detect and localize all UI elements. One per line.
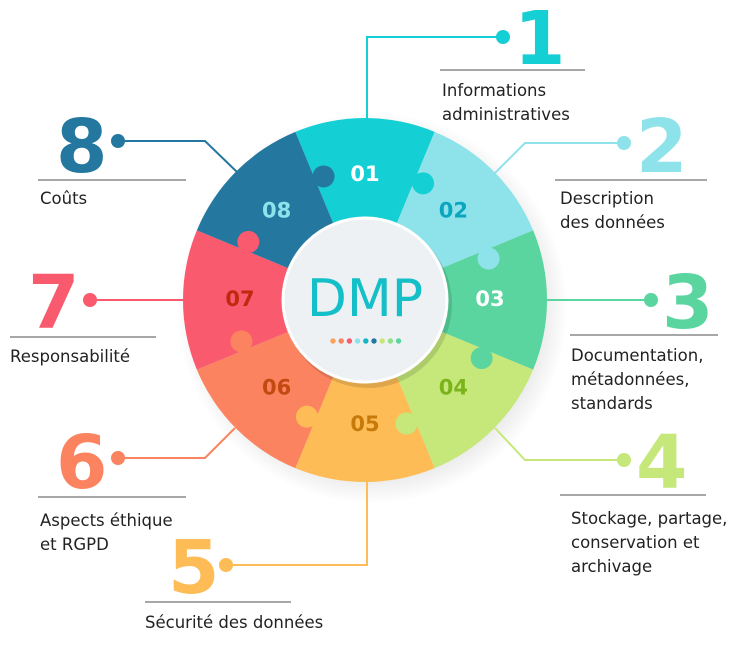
connector-dot-4 bbox=[617, 453, 631, 467]
connector-dot-7 bbox=[83, 293, 97, 307]
topic-label-6-line-2: et RGPD bbox=[40, 535, 109, 554]
topic-label-4-line-1: Stockage, partage, bbox=[571, 509, 727, 528]
puzzle-knob bbox=[477, 247, 500, 270]
color-dots bbox=[330, 338, 402, 344]
big-number-2: 2 bbox=[636, 104, 688, 190]
puzzle-knob bbox=[470, 347, 493, 370]
big-number-5: 5 bbox=[168, 525, 220, 611]
puzzle-knob bbox=[237, 230, 260, 253]
segment-number-01: 01 bbox=[350, 162, 379, 186]
puzzle-knobs bbox=[230, 165, 500, 435]
segment-01 bbox=[295, 118, 435, 300]
puzzle-knob bbox=[295, 405, 318, 428]
connectors bbox=[83, 30, 658, 572]
segment-number-06: 06 bbox=[262, 375, 291, 399]
segment-number-08: 08 bbox=[262, 199, 291, 223]
connector-line-4 bbox=[494, 427, 624, 461]
topic-label-6-line-1: Aspects éthique bbox=[40, 511, 173, 530]
topic-label-2-line-1: Description bbox=[560, 189, 654, 208]
connector-dot-6 bbox=[111, 451, 125, 465]
puzzle-knob bbox=[395, 412, 418, 435]
segment-number-02: 02 bbox=[439, 199, 468, 223]
connector-line-2 bbox=[494, 142, 624, 174]
connector-dot-3 bbox=[644, 293, 658, 307]
puzzle-knob bbox=[312, 165, 335, 188]
topic-label-1-line-1: Informations bbox=[442, 81, 546, 100]
color-dot bbox=[379, 338, 385, 344]
center-title: DMP bbox=[307, 269, 423, 329]
topic-label-3-line-2: métadonnées, bbox=[571, 370, 689, 389]
connector-dot-1 bbox=[496, 30, 510, 44]
segment-07 bbox=[183, 230, 365, 370]
topic-label-2-line-2: des données bbox=[560, 213, 665, 232]
topic-label-7-line-1: Responsabilité bbox=[10, 347, 130, 366]
color-dot bbox=[363, 338, 369, 344]
segment-number-05: 05 bbox=[350, 412, 379, 436]
puzzle-knob bbox=[230, 330, 253, 353]
color-dot bbox=[354, 338, 361, 344]
segment-03 bbox=[365, 230, 547, 370]
color-dot bbox=[338, 338, 344, 344]
topic-label-1-line-2: administratives bbox=[442, 105, 570, 124]
connector-line-1 bbox=[366, 36, 503, 122]
segment-number-07: 07 bbox=[225, 287, 254, 311]
segment-number-03: 03 bbox=[475, 287, 504, 311]
connector-dot-5 bbox=[219, 558, 233, 572]
color-dot bbox=[387, 338, 394, 344]
big-number-3: 3 bbox=[662, 260, 714, 346]
big-number-7: 7 bbox=[28, 260, 80, 346]
segment-05 bbox=[295, 300, 435, 482]
topic-label-3-line-3: standards bbox=[571, 394, 653, 413]
topic-label-3-line-1: Documentation, bbox=[571, 346, 703, 365]
big-number-8: 8 bbox=[56, 104, 108, 190]
big-number-1: 1 bbox=[514, 0, 566, 82]
big-number-4: 4 bbox=[636, 420, 688, 506]
center-circle bbox=[281, 216, 449, 384]
segment-numbers: 01 02 03 04 05 06 07 08 bbox=[225, 162, 504, 436]
connector-line-8 bbox=[118, 140, 238, 173]
color-dot bbox=[371, 338, 377, 344]
connector-line-6 bbox=[118, 427, 236, 459]
segment-number-04: 04 bbox=[439, 375, 468, 399]
big-number-6: 6 bbox=[56, 420, 108, 506]
topic-label-8-line-1: Coûts bbox=[40, 189, 87, 208]
connector-dot-8 bbox=[111, 134, 125, 148]
connector-dot-2 bbox=[617, 136, 631, 150]
topic-label-4-line-2: conservation et bbox=[571, 533, 700, 552]
color-dot bbox=[395, 338, 402, 344]
topic-label-4-line-3: archivage bbox=[571, 557, 652, 576]
topic-label-5-line-1: Sécurité des données bbox=[145, 613, 323, 632]
puzzle-knob bbox=[412, 172, 435, 195]
connector-line-5 bbox=[226, 480, 368, 566]
color-dot bbox=[346, 338, 353, 344]
color-dot bbox=[330, 338, 336, 344]
